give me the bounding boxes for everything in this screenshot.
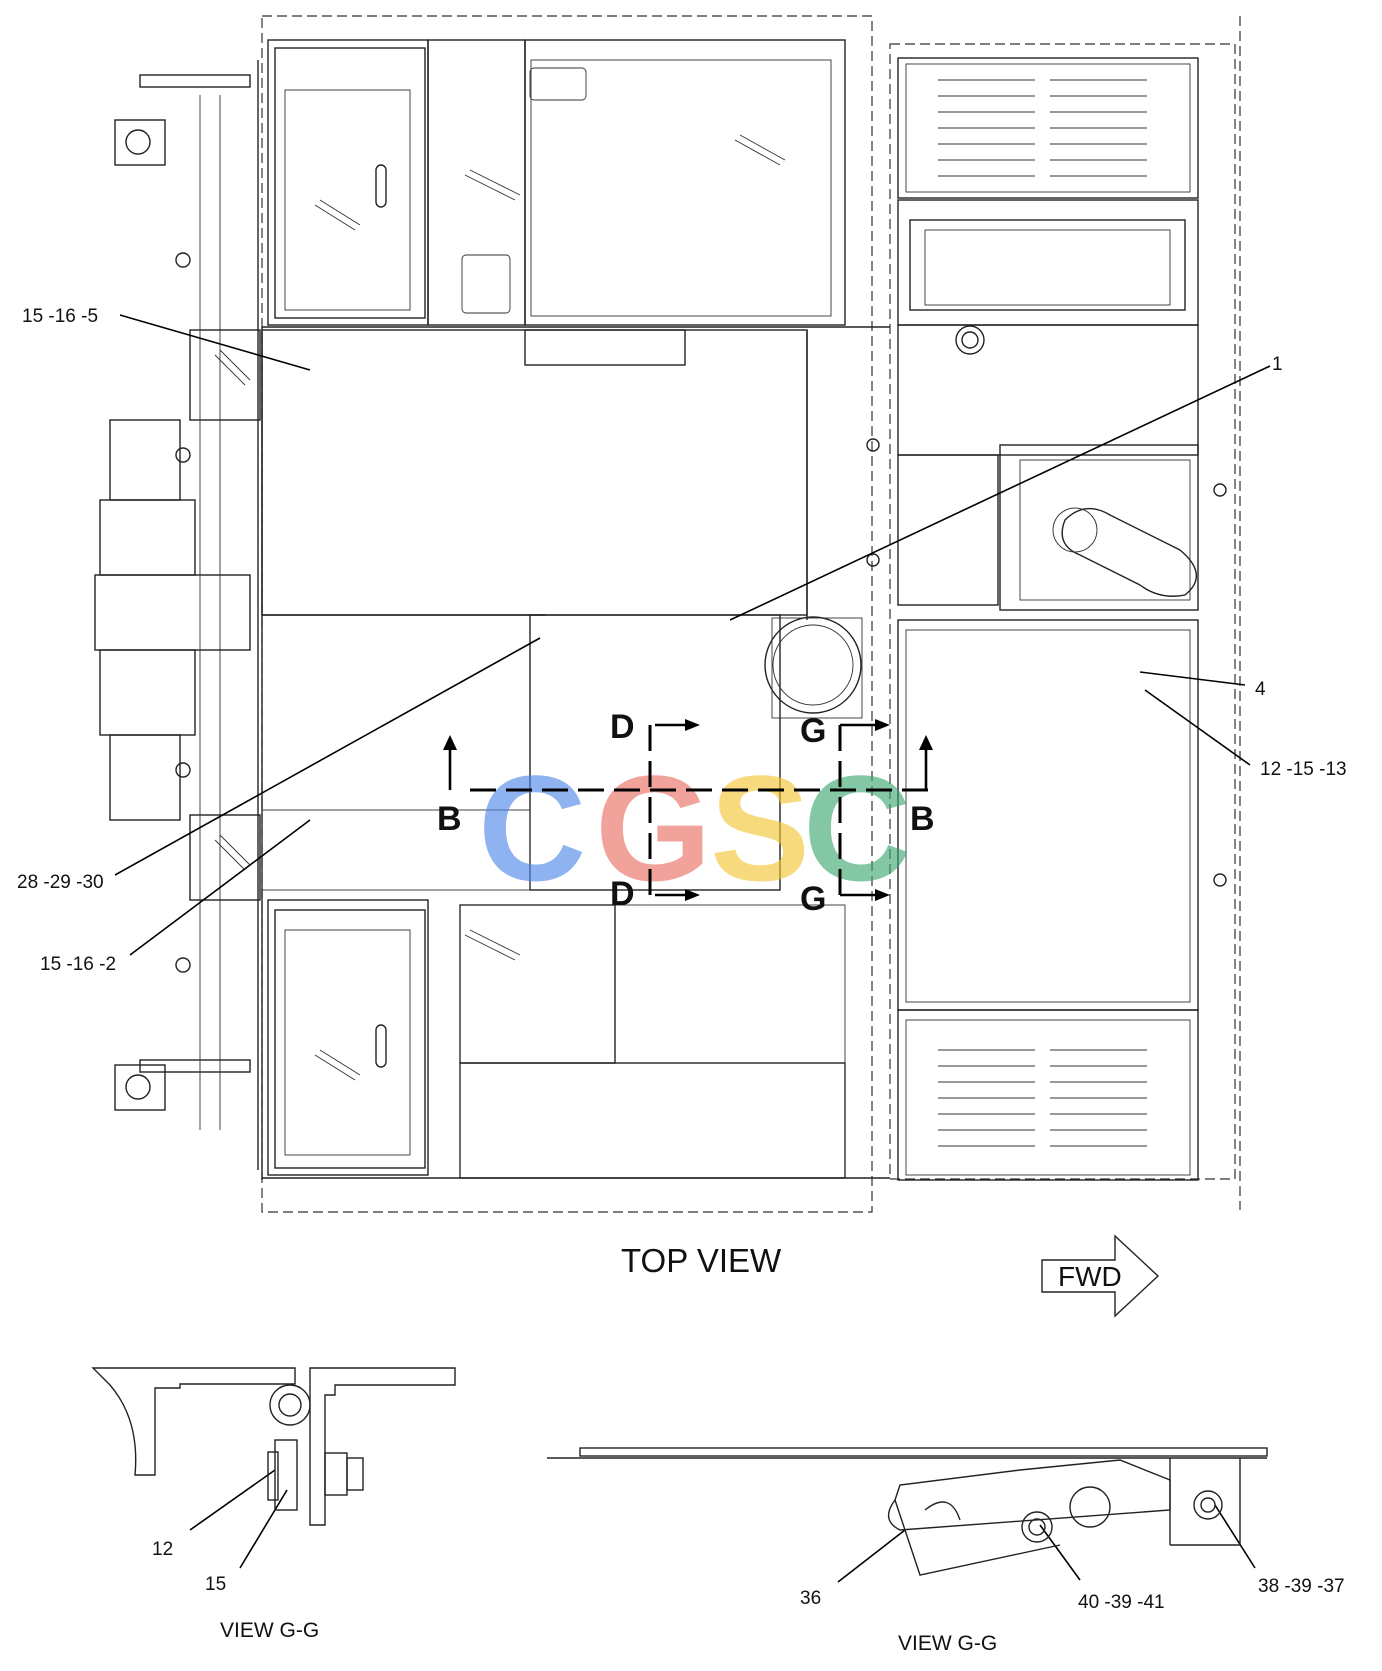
view-title: TOP VIEW [621, 1242, 782, 1279]
callout-40-39-41: 40 -39 -41 [1078, 1592, 1165, 1613]
view-caption-left: VIEW G-G [220, 1619, 319, 1642]
top-view-drawing [94, 15, 1241, 1213]
watermark-letter-1: C [478, 744, 586, 912]
forward-label: FWD [1058, 1261, 1122, 1292]
section-marks: B B D D G G [437, 708, 935, 918]
watermark-letter-2: G [595, 744, 712, 912]
section-mark-b-right: B [910, 800, 935, 838]
section-mark-d-bottom: D [610, 875, 635, 913]
callout-15-16-5: 15 -16 -5 [22, 306, 98, 327]
callout-leaders [114, 314, 1271, 1583]
detail-view-right: VIEW G-G [547, 1447, 1268, 1655]
detail-view-left: VIEW G-G [91, 1367, 456, 1642]
section-mark-g-bottom: G [800, 880, 826, 918]
section-mark-g-top: G [800, 712, 826, 750]
callout-12: 12 [152, 1539, 173, 1560]
callout-labels: 15 -16 -5 1 4 12 -15 -13 28 -29 -30 15 -… [17, 306, 1347, 1613]
callout-12-15-13: 12 -15 -13 [1260, 759, 1347, 780]
callout-36: 36 [800, 1588, 821, 1609]
section-cut-lines [443, 719, 935, 901]
callout-1: 1 [1272, 354, 1283, 375]
callout-38-39-37: 38 -39 -37 [1258, 1576, 1345, 1597]
section-mark-d-top: D [610, 708, 635, 746]
section-mark-b-left: B [437, 800, 462, 838]
callout-15-16-2: 15 -16 -2 [40, 954, 116, 975]
watermark-letter-4: C [803, 744, 911, 912]
callout-15: 15 [205, 1574, 226, 1595]
watermark-letter-3: S [710, 744, 810, 912]
watermark: C G S C [478, 744, 911, 912]
fwd-arrow-icon: FWD [1041, 1234, 1160, 1318]
callout-4: 4 [1255, 679, 1266, 700]
view-caption-right: VIEW G-G [898, 1632, 997, 1655]
callout-28-29-30: 28 -29 -30 [17, 872, 104, 893]
